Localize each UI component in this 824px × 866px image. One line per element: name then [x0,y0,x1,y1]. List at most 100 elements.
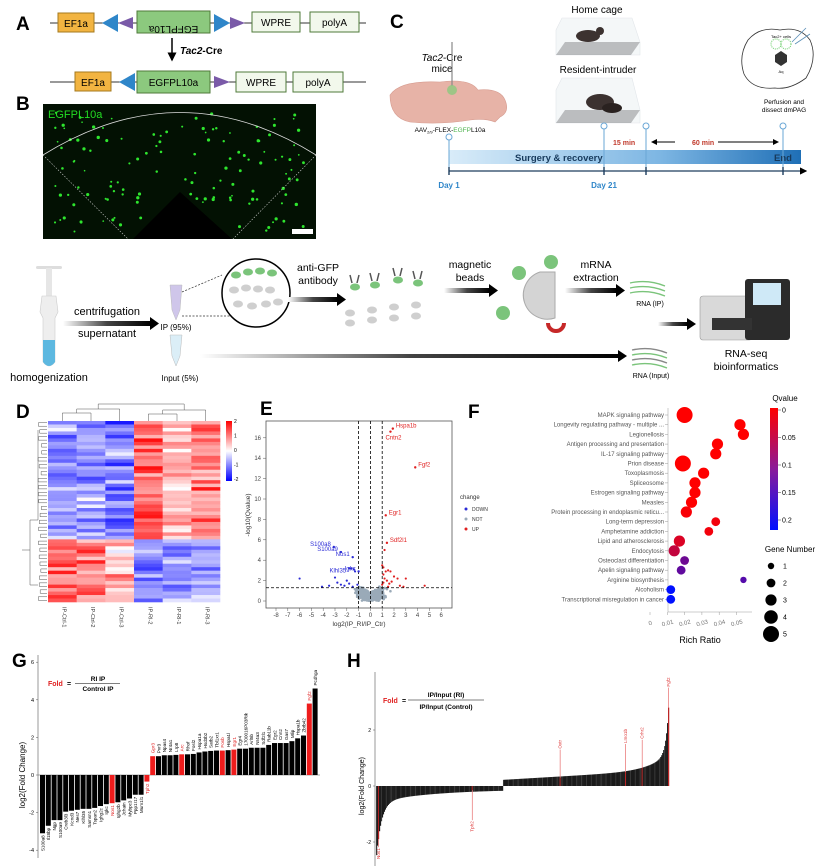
fold-bar [202,751,208,775]
volcano-point-labeled [389,430,392,433]
size-legend-dot [763,626,779,642]
heatmap-cell [134,553,163,558]
heatmap-cell [76,501,106,505]
heatmap-cell [162,525,192,530]
egfp-cell [135,200,139,204]
heatmap-cell [76,421,106,425]
colorbar-tick-label: 0.05 [782,435,796,442]
fold-bar [633,769,636,786]
fold-bar [522,778,524,786]
fold-bar [565,776,567,786]
egfp-cell [211,197,215,202]
volcano-point-up [383,548,386,552]
fold-bar [627,770,630,786]
pathway-label: Endocytosis [632,549,664,555]
gene-label: Pvr3 [156,743,161,753]
fold-bar [398,786,400,799]
fold-bar [185,754,190,775]
egfp-cell [58,193,63,197]
heatmap-cell [76,521,106,526]
fold-bar [266,744,272,775]
fold-bar [557,776,559,786]
arrow-icon [489,284,498,297]
heatmap-cell [105,535,135,540]
pathway-label: Measles [642,500,664,506]
ribosome-icon [243,268,253,276]
pathway-label: Transcriptional misregulation in cancer [562,597,665,603]
pathway-bubble [711,517,721,527]
fold-bar [515,779,517,786]
heatmap-cell [191,441,221,446]
ribosome-icon [393,276,403,284]
volcano-point-up [390,580,393,583]
heatmap-cell [48,532,77,537]
fold-bar [532,778,534,786]
fold-bar [553,776,555,786]
volcano-point-down [351,585,354,588]
fold-bar [624,771,626,786]
volcano-point-up [404,577,407,580]
heatmap-cell [191,452,221,457]
heatmap-column-label: IP-RI-1 [175,607,181,624]
egfp-cell [60,146,63,150]
size-legend-dot [765,594,777,606]
fold-bar [386,786,388,807]
fold-bar [435,786,437,794]
loxp-purple-icon [214,76,230,88]
gene-label: Nes7 [75,811,80,822]
fold-bar [429,786,431,795]
egfp-cell [86,192,90,197]
fold-bar [379,786,382,826]
panel-label-d: D [16,402,30,423]
volcano-point-up [392,575,396,578]
rna-input-icon [631,347,668,369]
heatmap-cell [134,448,163,453]
fold-bar [463,786,466,793]
fold-bar [407,786,409,797]
heatmap-cell [191,556,221,561]
volcano-point-down [356,583,359,586]
egfp-cell [110,180,113,183]
egfp-cell [204,131,207,134]
rna-input-label: RNA (Input) [633,373,670,380]
mrna-label-line2: extraction [573,272,619,284]
gene-label: Ighg2c [98,807,103,821]
fold-bar [306,703,312,775]
heatmap-cell [105,452,135,457]
fold-bar [447,786,449,794]
y-tick-label: 6 [31,660,34,666]
fold-bar [661,755,663,786]
colorbar-tick: -1 [234,463,239,469]
fold-bar [558,776,560,786]
egfp-cell [251,189,255,193]
heatmap-cell [105,476,135,481]
egfp-cell [203,197,207,201]
heatmap-cell [48,588,77,592]
fold-formula-g: Fold = RI IP Control IP [48,676,120,693]
svg-text:RI IP: RI IP [91,676,106,683]
gene-label: Hsd3b2 [203,732,208,748]
fold-bar [581,775,583,786]
fold-bar [609,773,611,786]
fold-bar [572,775,574,786]
heatmap-cell [76,466,106,471]
heatmap-cell [134,452,163,457]
fold-bar [583,775,585,786]
heatmap-cell [76,535,106,540]
fold-bar [231,749,237,775]
fold-bar [498,786,500,791]
y-tick-label: 14 [254,456,261,462]
volcano-point-labeled [384,514,387,517]
heatmap-cell [134,431,163,436]
trap-workflow: homogenization centrifugation supernatan… [10,255,790,384]
egfp-cell [155,144,158,148]
egfp-cell [287,177,291,181]
gene-label: Tph2 [145,783,150,794]
egfp-cell [96,135,100,140]
volcano-point-not [355,589,358,593]
egfp-cell [102,220,105,222]
fold-bar [74,775,80,810]
home-cage-label: Home cage [571,5,623,16]
heatmap-cell [105,494,135,498]
fold-bar [396,786,398,800]
